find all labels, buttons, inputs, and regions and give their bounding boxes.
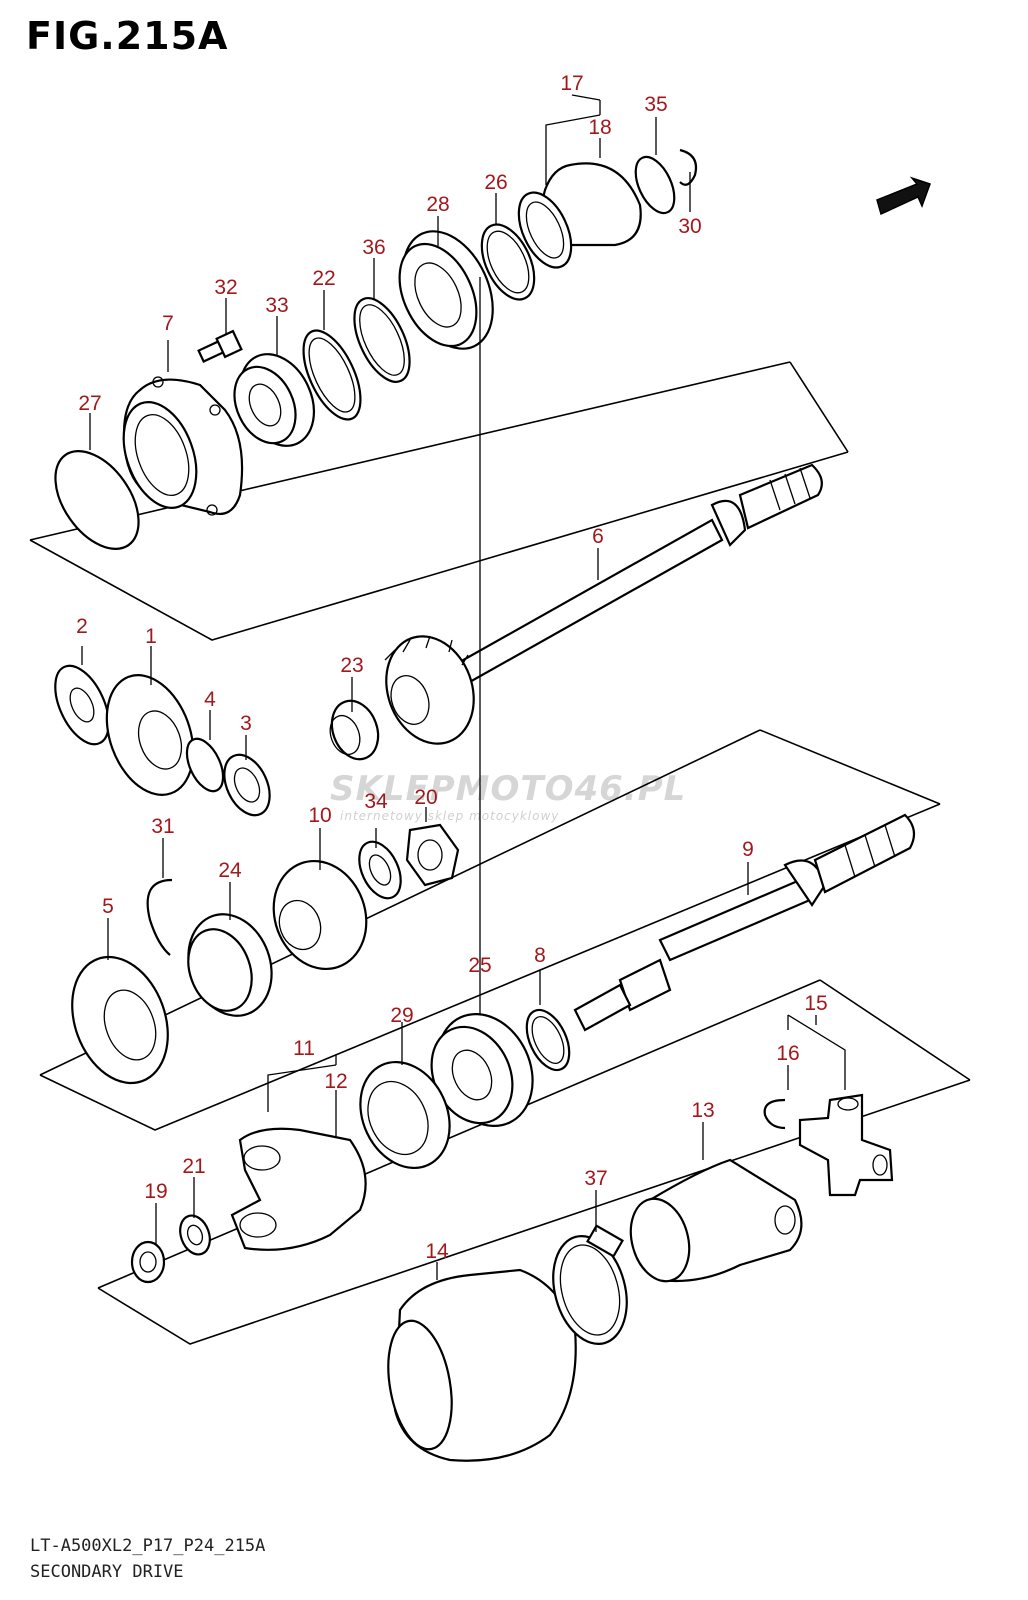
yoke-12 — [230, 1127, 367, 1251]
figure-title: FIG.215A — [26, 14, 229, 58]
callout-33[interactable]: 33 — [265, 294, 288, 317]
callout-26[interactable]: 26 — [484, 171, 507, 194]
shim-26 — [480, 223, 536, 301]
oil-seal-29 — [359, 1060, 451, 1170]
shim-8 — [525, 1008, 571, 1072]
callout-31[interactable]: 31 — [151, 815, 174, 838]
callout-23[interactable]: 23 — [340, 654, 363, 677]
callout-6[interactable]: 6 — [592, 525, 604, 548]
callout-12[interactable]: 12 — [324, 1070, 347, 1093]
callout-28[interactable]: 28 — [426, 193, 449, 216]
callout-22[interactable]: 22 — [312, 267, 335, 290]
callout-9[interactable]: 9 — [742, 838, 754, 861]
washer-21 — [179, 1214, 211, 1256]
callout-2[interactable]: 2 — [76, 615, 88, 638]
callout-27[interactable]: 27 — [78, 392, 101, 415]
callout-25[interactable]: 25 — [468, 954, 491, 977]
gear-23 — [384, 635, 475, 745]
callout-29[interactable]: 29 — [390, 1004, 413, 1027]
callout-16[interactable]: 16 — [776, 1042, 799, 1065]
circlip-35 — [634, 155, 676, 215]
callout-34[interactable]: 34 — [364, 790, 388, 813]
callout-21[interactable]: 21 — [182, 1155, 205, 1178]
yoke-13 — [629, 1158, 803, 1283]
callout-11[interactable]: 11 — [293, 1037, 315, 1060]
bevel-gear-5 — [71, 955, 169, 1085]
callout-3[interactable]: 3 — [240, 712, 252, 735]
shim-22 — [302, 329, 362, 421]
callouts: 1 2 3 4 5 6 7 8 9 10 11 12 13 14 15 16 1… — [76, 72, 828, 1263]
bearing-24 — [187, 913, 273, 1017]
bearing-25 — [430, 1012, 534, 1128]
watermark-subtext: internetowy sklep motocyklowy — [340, 809, 559, 823]
bevel-gear-1 — [105, 674, 195, 796]
bearing-housing-7 — [122, 376, 244, 516]
callout-13[interactable]: 13 — [691, 1099, 714, 1122]
figure-code: LT-A500XL2_P17_P24_215A — [30, 1536, 266, 1556]
shim-4 — [185, 737, 225, 793]
bolt-32 — [197, 329, 243, 363]
leader-lines — [81, 94, 846, 1280]
circlip-36 — [353, 297, 411, 383]
callout-24[interactable]: 24 — [218, 859, 242, 882]
callout-15[interactable]: 15 — [804, 992, 827, 1015]
propeller-shaft-6 — [408, 463, 823, 712]
watermark-text: SKLEPMOTO46.PL — [330, 769, 686, 809]
callout-14[interactable]: 14 — [425, 1240, 449, 1263]
callout-8[interactable]: 8 — [534, 944, 546, 967]
boot-14 — [387, 1268, 577, 1462]
figure-name: SECONDARY DRIVE — [30, 1562, 184, 1582]
bushing-23 — [329, 699, 380, 761]
callout-35[interactable]: 35 — [644, 93, 667, 116]
callout-7[interactable]: 7 — [162, 312, 174, 335]
callout-36[interactable]: 36 — [362, 236, 385, 259]
callout-17[interactable]: 17 — [560, 72, 583, 95]
o-ring-27 — [54, 450, 140, 550]
callout-30[interactable]: 30 — [678, 215, 701, 238]
callout-19[interactable]: 19 — [144, 1180, 167, 1203]
clamp-37 — [552, 1224, 628, 1345]
oil-seal-18 — [517, 162, 642, 269]
circlip-16 — [763, 1098, 786, 1130]
gear-10 — [272, 859, 368, 971]
washer-34 — [358, 840, 402, 900]
front-arrow-icon — [876, 176, 931, 216]
callout-32[interactable]: 32 — [214, 276, 237, 299]
section-frames — [29, 361, 971, 1345]
circlip-31 — [146, 878, 173, 956]
nut-19 — [130, 1240, 166, 1284]
washer-2 — [54, 664, 110, 746]
callout-20[interactable]: 20 — [414, 786, 437, 809]
watermark: SKLEPMOTO46.PL internetowy sklep motocyk… — [330, 769, 686, 823]
callout-1[interactable]: 1 — [145, 625, 157, 648]
drive-shaft-9 — [573, 813, 916, 1032]
callout-37[interactable]: 37 — [584, 1167, 607, 1190]
bearing-33 — [233, 353, 315, 447]
nut-20 — [405, 823, 460, 887]
callout-4[interactable]: 4 — [204, 688, 216, 711]
circlip-30 — [679, 148, 698, 186]
callout-5[interactable]: 5 — [102, 895, 114, 918]
spider-15 — [798, 1093, 894, 1197]
callout-10[interactable]: 10 — [308, 804, 331, 827]
nut-3 — [223, 753, 271, 817]
callout-18[interactable]: 18 — [588, 116, 611, 139]
bearing-28 — [398, 230, 494, 350]
